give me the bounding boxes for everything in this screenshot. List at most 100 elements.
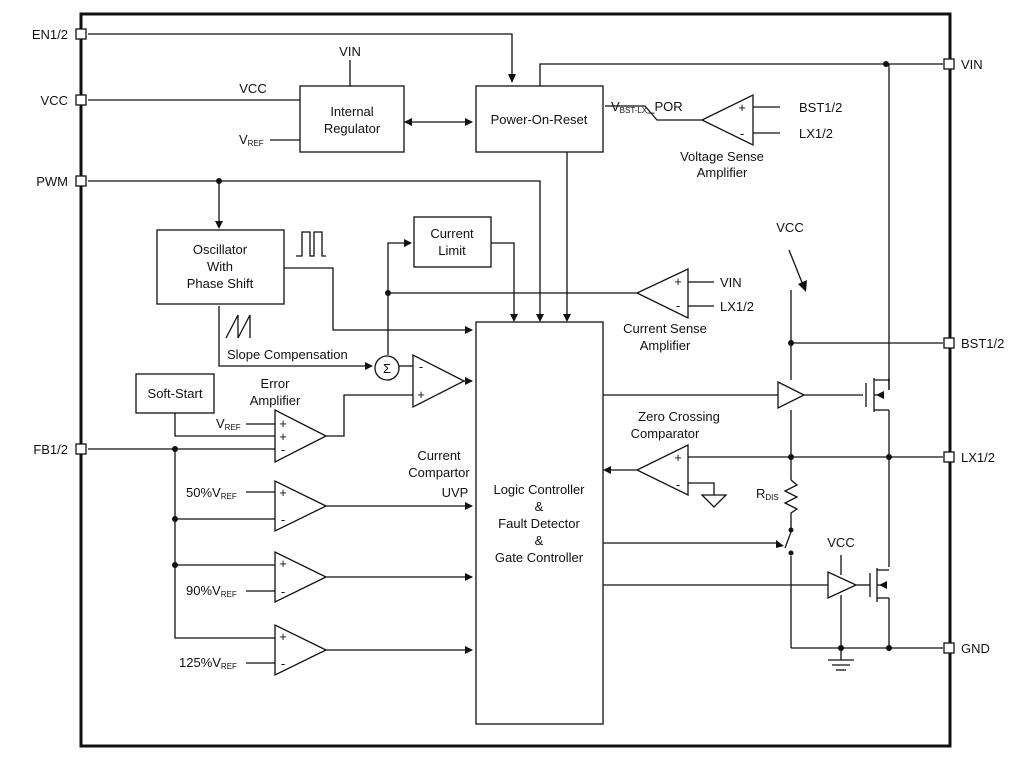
svg-text:+: + (279, 629, 287, 644)
error-amp-label: Error (261, 376, 291, 391)
current-sense-amplifier: + - (635, 267, 689, 320)
power-on-reset-block: Power-On-Reset (475, 85, 604, 153)
ovp-comparator-125: + - (274, 623, 328, 677)
svg-text:-: - (281, 584, 285, 599)
svg-text:Current: Current (430, 226, 474, 241)
pwm-comparator: - + (412, 353, 466, 409)
svg-text:-: - (676, 298, 680, 313)
vs-lx-label: LX1/2 (799, 126, 833, 141)
current-comparator-label-2: Compartor (408, 465, 470, 480)
ea-vref-label: VREF (216, 416, 241, 432)
svg-text:+: + (279, 485, 287, 500)
regulator-vin-label: VIN (339, 44, 361, 59)
pin-en (75, 28, 87, 40)
pin-pwm (75, 175, 87, 187)
sawtooth-waveform-icon (225, 314, 251, 339)
pin-vin-label: VIN (961, 57, 983, 72)
cs-lx-label: LX1/2 (720, 299, 754, 314)
pin-fb (75, 443, 87, 455)
svg-text:Gate Controller: Gate Controller (495, 550, 584, 565)
zero-crossing-label-2: Comparator (631, 426, 700, 441)
zero-crossing-label: Zero Crossing (638, 409, 720, 424)
svg-text:+: + (674, 450, 682, 465)
soft-start-block: Soft-Start (135, 373, 215, 414)
regulator-vcc-label: VCC (239, 81, 266, 96)
current-sense-label-2: Amplifier (640, 338, 691, 353)
svg-text:-: - (281, 656, 285, 671)
pin-bst-label: BST1/2 (961, 336, 1004, 351)
pin-lx-label: LX1/2 (961, 450, 995, 465)
cs-vin-label: VIN (720, 275, 742, 290)
svg-text:-: - (740, 126, 744, 141)
svg-text:+: + (674, 274, 682, 289)
internal-regulator-block: Internal Regulator (299, 85, 405, 153)
svg-text:-: - (676, 477, 680, 492)
low-side-driver (827, 570, 858, 600)
pin-bst (943, 337, 955, 349)
rdis-label: RDIS (756, 486, 779, 502)
svg-text:Phase Shift: Phase Shift (187, 276, 254, 291)
current-limit-block: Current Limit (413, 216, 492, 268)
pin-vcc-label: VCC (41, 93, 68, 108)
high-side-driver (777, 380, 806, 410)
current-sense-label: Current Sense (623, 321, 707, 336)
pins: EN1/2 VCC PWM FB1/2 VIN BST1/2 LX1/2 GND (32, 27, 1005, 656)
regulator-vref-label: VREF (239, 132, 264, 148)
uvp-comparator: + - (274, 479, 328, 533)
high-side-mosfet-icon (865, 378, 890, 412)
pin-lx (943, 451, 955, 463)
svg-text:Oscillator: Oscillator (193, 242, 248, 257)
vs-bst-label: BST1/2 (799, 100, 842, 115)
p90-label: 90%VREF (186, 583, 237, 599)
logic-controller-block: Logic Controller & Fault Detector & Gate… (475, 321, 604, 725)
error-amplifier: + + - (274, 408, 328, 464)
pin-gnd (943, 642, 955, 654)
svg-text:+: + (417, 387, 425, 402)
svg-text:-: - (419, 359, 423, 374)
pin-vcc (75, 94, 87, 106)
wires (88, 33, 943, 671)
zero-crossing-comparator: + - (635, 443, 689, 497)
uvp-label: UVP (442, 485, 469, 500)
p125-label: 125%VREF (179, 655, 237, 671)
svg-text:+: + (738, 100, 746, 115)
pin-fb-label: FB1/2 (33, 442, 68, 457)
pgood-comparator-90: + - (274, 550, 328, 604)
svg-text:Regulator: Regulator (324, 121, 381, 136)
pin-pwm-label: PWM (36, 174, 68, 189)
pin-en-label: EN1/2 (32, 27, 68, 42)
svg-text:Limit: Limit (438, 243, 466, 258)
vcc-top-label: VCC (776, 220, 803, 235)
current-comparator-label: Current (417, 448, 461, 463)
error-amp-label-2: Amplifier (250, 393, 301, 408)
chip-outline (79, 12, 952, 748)
slope-comp-label: Slope Compensation (227, 347, 348, 362)
svg-text:-: - (281, 442, 285, 457)
pin-vin (943, 58, 955, 70)
svg-text:+: + (279, 429, 287, 444)
voltage-sense-amplifier: + - (700, 93, 754, 147)
summing-junction: Σ (374, 355, 400, 381)
vbst-por-label: VBST-LX_POR (611, 99, 683, 115)
svg-text:Internal: Internal (330, 104, 373, 119)
svg-text:-: - (281, 512, 285, 527)
svg-text:+: + (279, 556, 287, 571)
pin-gnd-label: GND (961, 641, 990, 656)
svg-text:With: With (207, 259, 233, 274)
pulse-waveform-icon (296, 231, 326, 257)
oscillator-block: Oscillator With Phase Shift (156, 229, 285, 305)
svg-text:Σ: Σ (383, 361, 391, 376)
low-side-mosfet-icon (869, 568, 889, 602)
voltage-sense-label: Voltage Sense (680, 149, 764, 164)
svg-text:+: + (279, 416, 287, 431)
svg-text:Soft-Start: Soft-Start (148, 386, 203, 401)
p50-label: 50%VREF (186, 485, 237, 501)
svg-text:&: & (535, 499, 544, 514)
voltage-sense-label-2: Amplifier (697, 165, 748, 180)
svg-text:Power-On-Reset: Power-On-Reset (491, 112, 588, 127)
svg-text:Logic Controller: Logic Controller (493, 482, 585, 497)
vcc-low-label: VCC (827, 535, 854, 550)
svg-text:&: & (535, 533, 544, 548)
svg-text:Fault Detector: Fault Detector (498, 516, 580, 531)
